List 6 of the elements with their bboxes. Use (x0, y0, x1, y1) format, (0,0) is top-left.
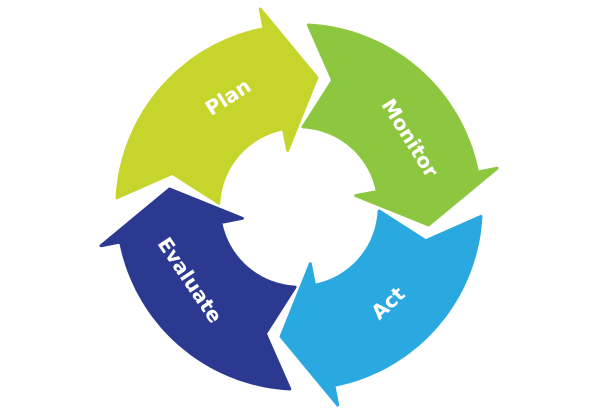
curved-arrow-shape (115, 6, 320, 205)
curved-arrow-shape (278, 209, 483, 408)
curved-arrow-shape (301, 23, 500, 228)
step-label: Act (367, 282, 410, 324)
step-label: Plan (200, 74, 254, 120)
curved-arrow-shape (98, 186, 297, 391)
